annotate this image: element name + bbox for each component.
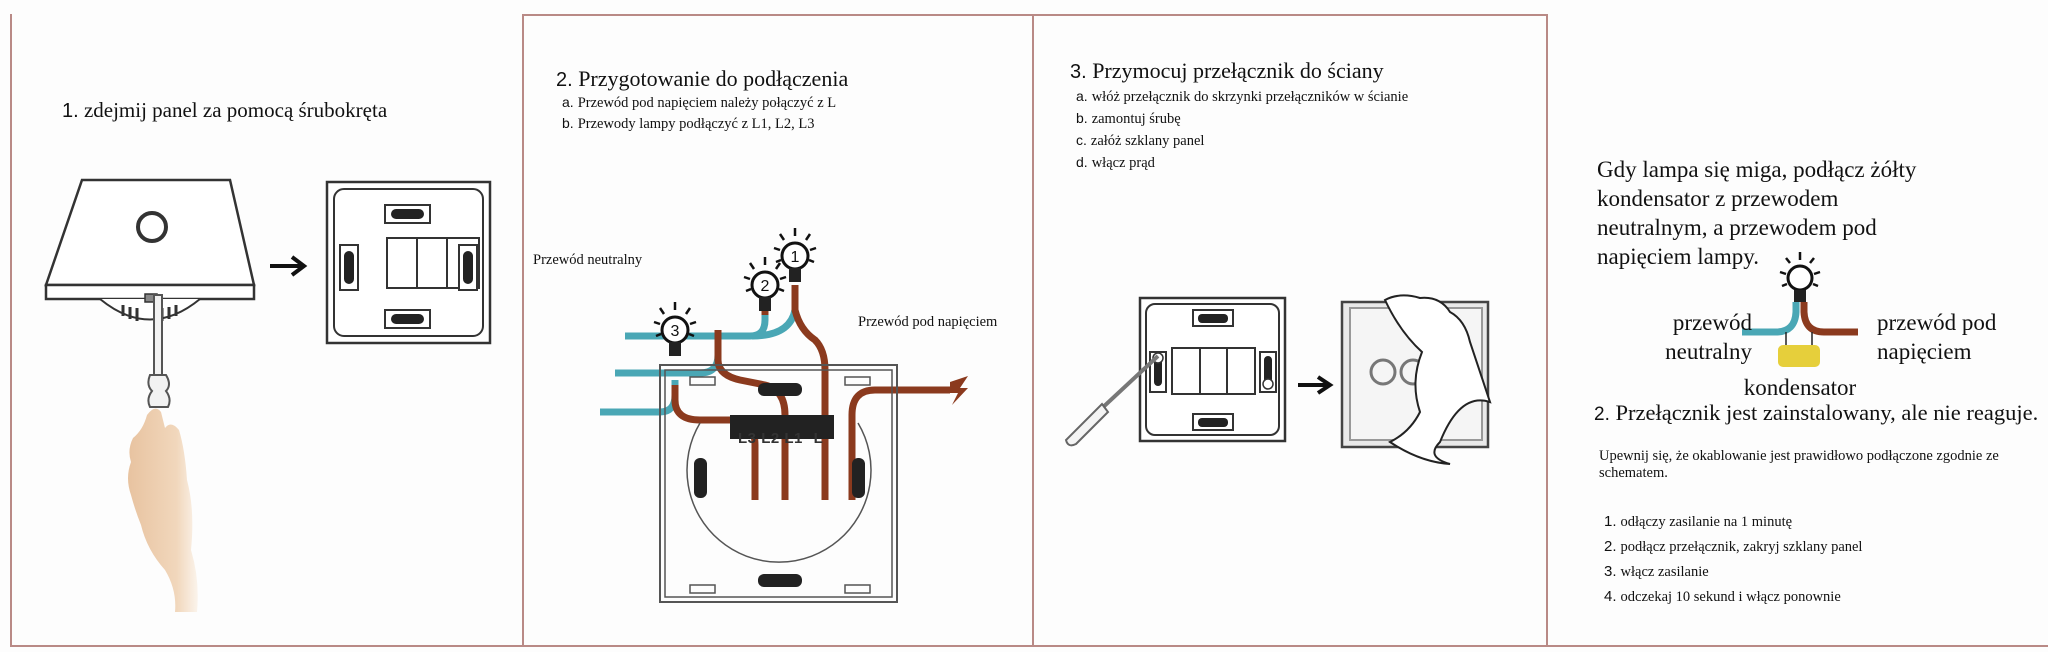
step2-title: 2. Przygotowanie do podłączenia <box>556 66 849 91</box>
capacitor-intro-text: Gdy lampa się miga, podłącz żółty konden… <box>1597 157 1917 269</box>
troubleshoot-title: 2. Przełącznik jest zainstalowany, ale n… <box>1594 400 2039 425</box>
wiring-diagram: 1 2 3 <box>600 228 968 603</box>
bulb-number-3: 3 <box>671 323 680 340</box>
bulb-icon-1: 1 <box>773 228 817 282</box>
live-wire-label: Przewód pod napięciem <box>858 314 998 330</box>
panel3-right-border <box>1546 14 1548 647</box>
screwdriver-icon <box>1064 354 1160 447</box>
neutral-label: przewód neutralny <box>1665 310 1752 364</box>
arrow-right-icon <box>1298 375 1334 395</box>
troubleshoot-step-3: 3.włącz zasilanie <box>1604 563 1709 580</box>
panel2-top-border <box>522 14 1548 16</box>
step3-item-d: d.włącz prąd <box>1076 154 1155 171</box>
bulb-number-2: 2 <box>761 278 770 295</box>
bulb-icon-3: 3 <box>653 302 697 356</box>
mounted-plate-icon <box>1138 296 1287 443</box>
bulb-number-1: 1 <box>791 249 800 266</box>
panel3-left-border <box>1032 14 1034 647</box>
arrow-right-icon <box>270 255 308 277</box>
screwdriver-icon <box>147 294 171 408</box>
switch-panel-icon <box>44 178 256 321</box>
frame-bottom-border <box>10 645 2048 647</box>
hand-icon <box>128 408 198 612</box>
panel2-left-border <box>522 14 524 647</box>
troubleshoot-step-1: 1.odłączy zasilanie na 1 minutę <box>1604 513 1793 530</box>
step3-item-b: b.zamontuj śrubę <box>1076 110 1181 127</box>
bulb-icon <box>1786 264 1814 292</box>
step2-item-a: a.Przewód pod napięciem należy połączyć … <box>562 94 837 111</box>
glass-panel-hand-icon <box>1340 294 1492 465</box>
step3-item-c: c.załóż szklany panel <box>1076 132 1205 149</box>
troubleshoot-steps: 1.odłączy zasilanie na 1 minutę 2.podłąc… <box>1604 513 1862 613</box>
step2-item-b: b.Przewody lampy podłączyć z L1, L2, L3 <box>562 115 815 132</box>
troubleshoot-step-4: 4.odczekaj 10 sekund i włącz ponownie <box>1604 588 1841 605</box>
live-label: przewód pod napięciem <box>1877 310 1997 364</box>
switch-back-box-icon <box>659 364 898 603</box>
step1-title: 1. zdejmij panel za pomocą śrubokręta <box>62 98 388 122</box>
lightning-icon <box>950 376 968 405</box>
capacitor-icon <box>1778 345 1820 367</box>
frame-left-border <box>10 14 12 647</box>
step3-title: 3. Przymocuj przełącznik do ściany <box>1070 58 1384 83</box>
terminal-labels: L3 L2 L1 L <box>738 430 824 447</box>
step3-item-a: a.włóż przełącznik do skrzynki przełączn… <box>1076 88 1409 105</box>
back-plate-icon <box>325 180 492 345</box>
troubleshoot-note: Upewnij się, że okablowanie jest prawidł… <box>1599 448 1999 481</box>
capacitor-label: kondensator <box>1743 375 1857 400</box>
bulb-icon-2: 2 <box>743 257 787 311</box>
neutral-wire-label: Przewód neutralny <box>533 252 643 268</box>
troubleshoot-step-2: 2.podłącz przełącznik, zakryj szklany pa… <box>1604 538 1863 555</box>
capacitor-diagram <box>1742 252 1858 367</box>
